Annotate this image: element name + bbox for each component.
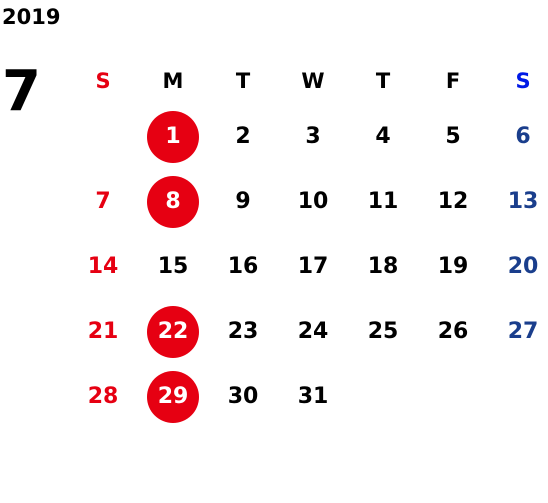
day-cell[interactable]: 9 [235, 189, 251, 214]
day-cell[interactable]: 4 [375, 124, 391, 149]
day-cell[interactable]: 22 [138, 299, 208, 364]
day-cell-sunday[interactable]: 7 [95, 189, 111, 214]
day-cell[interactable]: 1 [138, 104, 208, 169]
day-cell-empty [68, 104, 138, 169]
day-cell[interactable]: 11 [367, 189, 399, 214]
day-number-highlighted: 1 [147, 110, 199, 163]
weekday-wednesday: W [301, 69, 325, 93]
weekday-saturday: S [515, 69, 531, 93]
day-cell[interactable]: 16 [227, 254, 259, 279]
day-cell[interactable]: 17 [297, 254, 329, 279]
day-cell-empty [348, 364, 418, 429]
day-cell[interactable]: 8 [138, 169, 208, 234]
day-cell-sunday[interactable]: 21 [87, 319, 119, 344]
day-cell-saturday[interactable]: 27 [507, 319, 539, 344]
day-cell[interactable]: 2 [235, 124, 251, 149]
day-cell[interactable]: 15 [157, 254, 189, 279]
weekday-monday: M [162, 69, 184, 93]
day-cell[interactable]: 12 [437, 189, 469, 214]
day-cell-saturday[interactable]: 13 [507, 189, 539, 214]
day-number-highlighted: 8 [147, 175, 199, 228]
day-cell-saturday[interactable]: 6 [515, 124, 531, 149]
month-number: 7 [2, 59, 41, 124]
day-cell[interactable]: 29 [138, 364, 208, 429]
day-cell-empty [418, 364, 488, 429]
day-cell[interactable]: 25 [367, 319, 399, 344]
day-number-highlighted: 22 [147, 305, 199, 358]
year-label: 2019 [2, 5, 61, 29]
day-cell[interactable]: 31 [297, 384, 329, 409]
day-cell-sunday[interactable]: 28 [87, 384, 119, 409]
weekday-sunday: S [95, 69, 111, 93]
weekday-tuesday: T [235, 69, 251, 93]
day-cell[interactable]: 10 [297, 189, 329, 214]
weekday-thursday: T [375, 69, 391, 93]
day-cell[interactable]: 30 [227, 384, 259, 409]
day-cell-empty [488, 364, 548, 429]
day-cell[interactable]: 24 [297, 319, 329, 344]
calendar-grid: S M T W T F S 1 2 3 4 5 6 7 8 9 10 11 12… [68, 58, 548, 429]
day-cell[interactable]: 18 [367, 254, 399, 279]
day-cell[interactable]: 23 [227, 319, 259, 344]
day-cell-saturday[interactable]: 20 [507, 254, 539, 279]
weekday-friday: F [445, 69, 461, 93]
day-cell[interactable]: 26 [437, 319, 469, 344]
day-cell[interactable]: 19 [437, 254, 469, 279]
day-cell[interactable]: 3 [305, 124, 321, 149]
day-number-highlighted: 29 [147, 370, 199, 423]
day-cell-sunday[interactable]: 14 [87, 254, 119, 279]
day-cell[interactable]: 5 [445, 124, 461, 149]
